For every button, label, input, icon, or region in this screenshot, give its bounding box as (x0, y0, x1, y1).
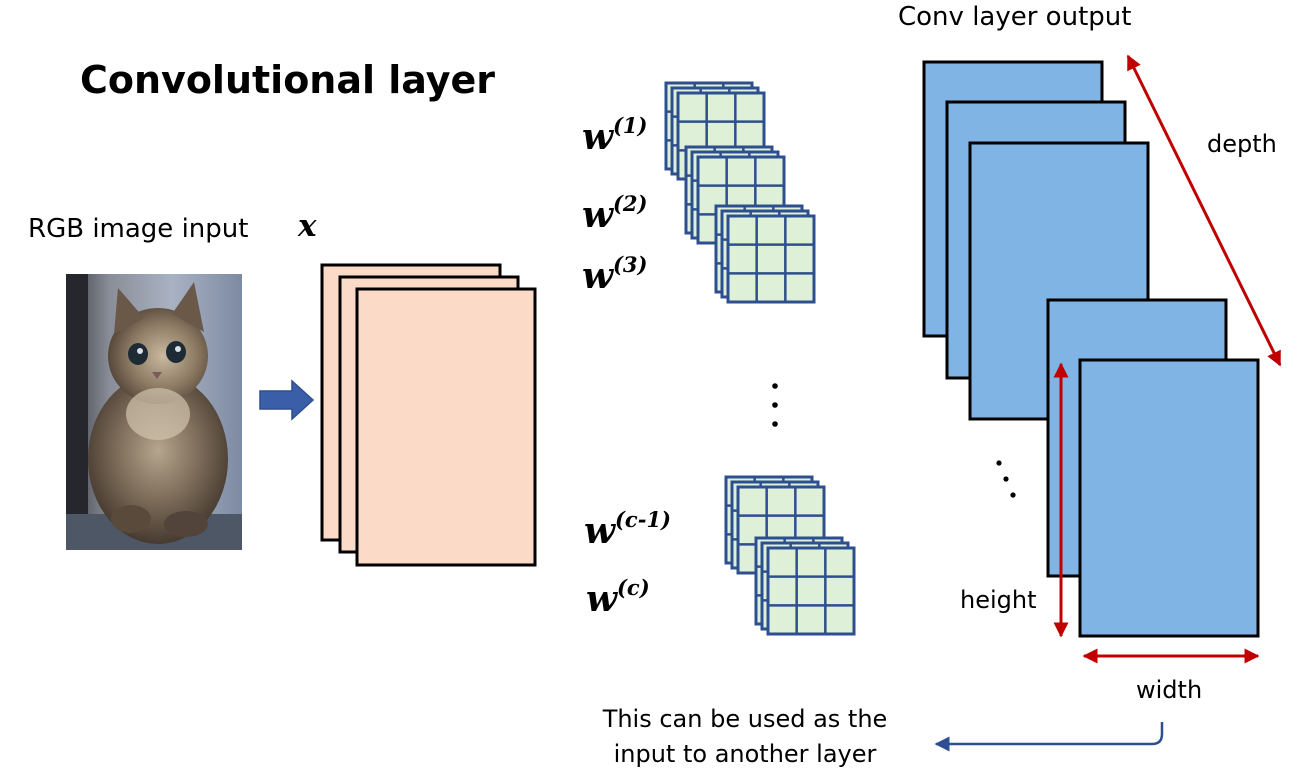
input-label: RGB image input (28, 214, 249, 244)
return-arrow (934, 722, 1164, 752)
input-arrow (259, 379, 315, 421)
output-label: Conv layer output (898, 2, 1132, 32)
depth-arrow (1126, 54, 1282, 367)
filter-stacks (664, 81, 856, 636)
kitten-photo (66, 274, 242, 550)
filter-label-c: w(c) (586, 575, 650, 620)
depth-label: depth (1207, 130, 1277, 158)
input-variable: x (298, 208, 317, 244)
page-title: Convolutional layer (80, 58, 496, 102)
input-channels (320, 263, 537, 567)
filter-label-3: w(3) (582, 252, 648, 297)
filter-ellipsis (772, 383, 778, 427)
filter-stack-c-layer-3 (766, 546, 856, 636)
filter-label-1: w(1) (582, 113, 648, 158)
filter-stack-3 (714, 204, 816, 304)
filter-stack-3-layer-3 (726, 214, 816, 304)
kitten-photo-drawing (66, 274, 242, 550)
filter-label-c-minus-1: w(c-1) (584, 507, 671, 552)
reuse-note: This can be used as the input to another… (602, 705, 888, 768)
output-ellipsis (996, 460, 1016, 498)
filter-label-2: w(2) (582, 191, 648, 236)
output-maps (922, 60, 1260, 638)
filter-stack-c (754, 536, 856, 636)
width-label: width (1136, 676, 1203, 704)
input-channel-3 (355, 287, 537, 567)
height-label: height (960, 586, 1037, 614)
output-map-5 (1078, 358, 1260, 638)
